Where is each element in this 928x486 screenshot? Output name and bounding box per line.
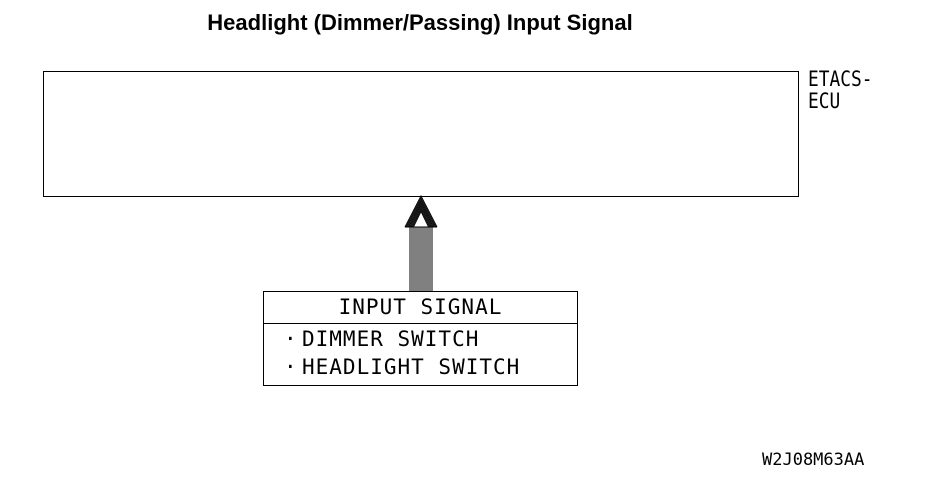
input-item-headlight-switch: HEADLIGHT SWITCH xyxy=(284,353,520,381)
input-signal-list: DIMMER SWITCH HEADLIGHT SWITCH xyxy=(284,325,520,381)
input-signal-heading: INPUT SIGNAL xyxy=(264,292,577,324)
etacs-ecu-box xyxy=(43,71,799,197)
diagram-title: Headlight (Dimmer/Passing) Input Signal xyxy=(207,10,633,35)
upward-arrow-icon xyxy=(404,195,438,292)
input-item-dimmer-switch: DIMMER SWITCH xyxy=(284,325,520,353)
figure-code: W2J08M63AA xyxy=(762,450,865,470)
ecu-label-line1: ETACS- xyxy=(808,67,873,91)
ecu-label: ETACS- ECU xyxy=(808,68,872,112)
ecu-label-line2: ECU xyxy=(808,89,841,113)
input-signal-box: INPUT SIGNAL DIMMER SWITCH HEADLIGHT SWI… xyxy=(263,291,578,386)
